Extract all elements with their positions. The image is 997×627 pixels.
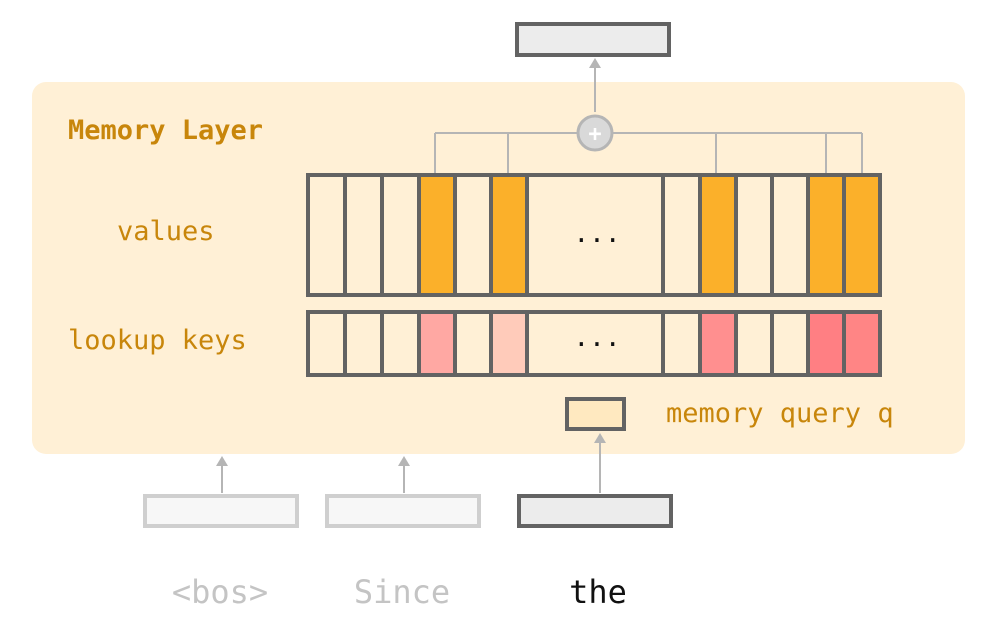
value-slot	[734, 173, 774, 297]
key-slot	[453, 310, 493, 377]
value-slot	[661, 173, 702, 297]
values-ellipsis: ...	[574, 219, 621, 249]
value-slot-selected	[698, 173, 738, 297]
key-slot	[770, 310, 810, 377]
output-box	[515, 22, 671, 57]
memory-query-label: memory query q	[666, 398, 894, 429]
values-row: ...	[306, 173, 882, 297]
value-slot-selected	[489, 173, 529, 297]
output-arrowhead	[589, 58, 601, 68]
key-slot-selected	[842, 310, 882, 377]
value-slot-selected	[842, 173, 882, 297]
key-ellipsis-region	[525, 310, 665, 377]
values-label: values	[117, 216, 215, 247]
key-slot-selected	[417, 310, 457, 377]
key-slot-selected	[489, 310, 529, 377]
token-label-the: the	[569, 573, 627, 611]
token-arrowhead-the	[594, 433, 606, 443]
value-slot-selected	[806, 173, 846, 297]
lookup-keys-label: lookup keys	[68, 325, 247, 356]
key-slot	[734, 310, 774, 377]
key-slot	[380, 310, 421, 377]
value-ellipsis-region	[525, 173, 665, 297]
key-slot	[343, 310, 384, 377]
token-arrowhead-since	[398, 456, 410, 466]
memory-query-box	[565, 397, 626, 431]
token-label-since: Since	[354, 573, 450, 611]
plus-symbol: +	[588, 122, 601, 147]
value-slot	[343, 173, 384, 297]
key-slot-selected	[806, 310, 846, 377]
token-box-since	[325, 494, 481, 528]
key-slot-selected	[698, 310, 738, 377]
memory-layer-title: Memory Layer	[68, 115, 263, 146]
key-slot	[661, 310, 702, 377]
plus-node: +	[576, 114, 614, 152]
key-slot	[306, 310, 347, 377]
token-box-bos	[143, 494, 299, 528]
sum-connectors	[434, 132, 863, 175]
keys-row: ...	[306, 310, 882, 377]
token-arrowhead-bos	[216, 456, 228, 466]
value-slot	[770, 173, 810, 297]
keys-ellipsis: ...	[574, 323, 621, 353]
token-label-bos: <bos>	[172, 573, 268, 611]
value-slot	[453, 173, 493, 297]
value-slot-selected	[417, 173, 457, 297]
token-box-the	[517, 494, 673, 528]
value-slot	[380, 173, 421, 297]
value-slot	[306, 173, 347, 297]
